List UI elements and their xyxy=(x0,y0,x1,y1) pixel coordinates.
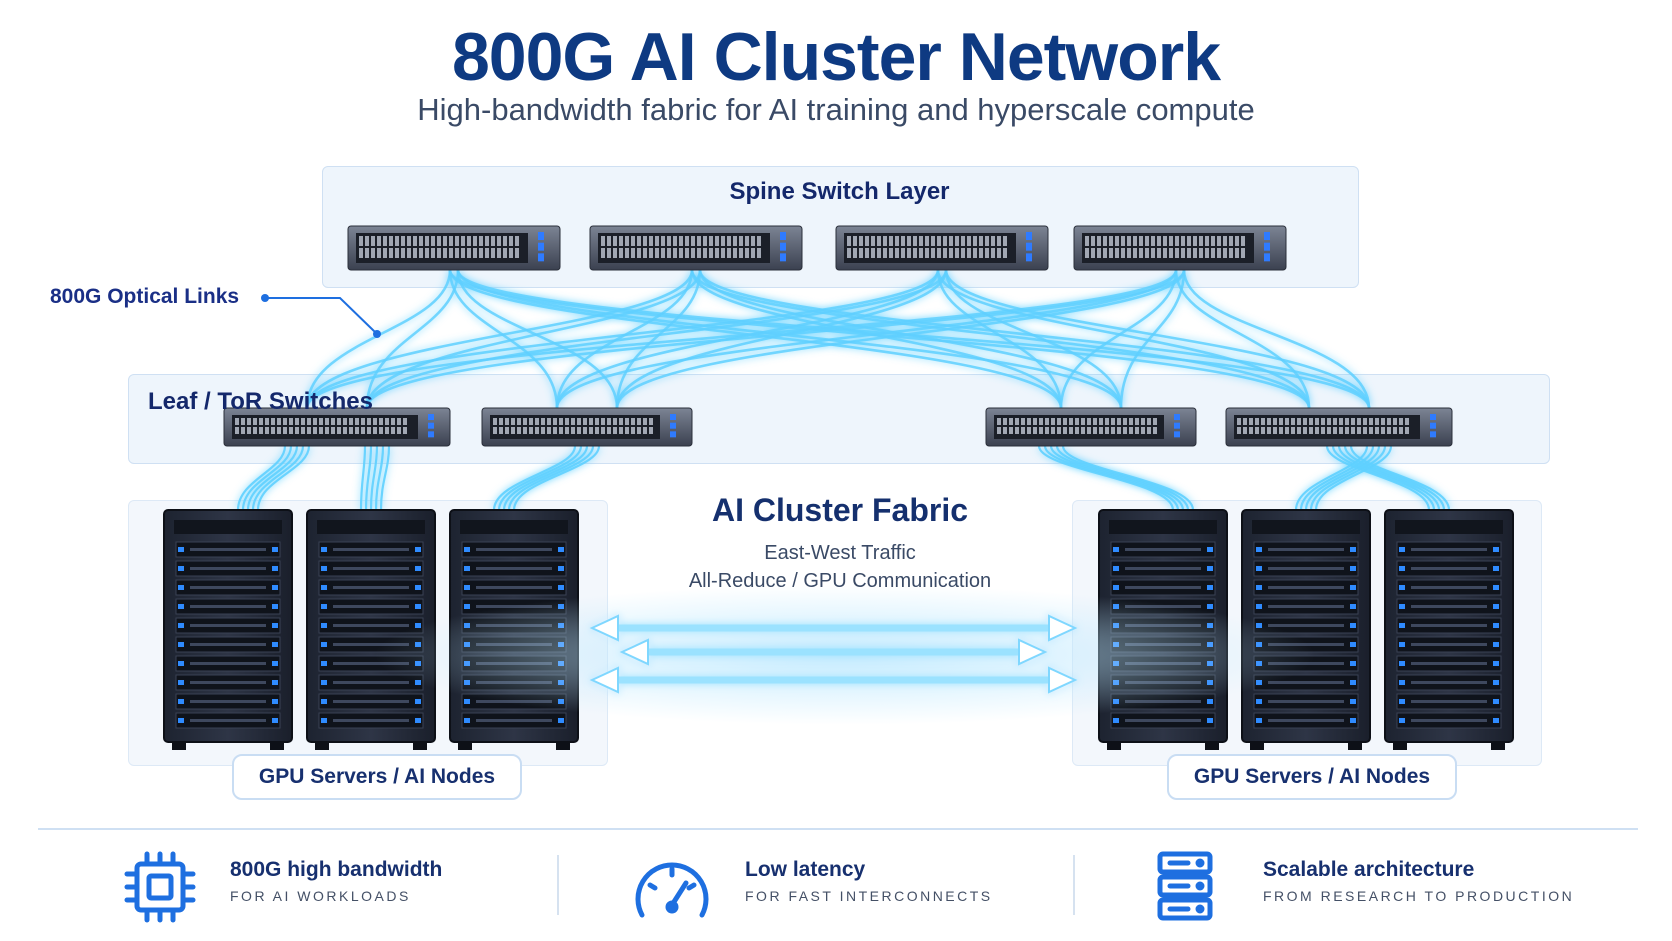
feature-divider-2 xyxy=(1073,855,1075,915)
rack-uplink-5-3 xyxy=(1304,445,1381,511)
server-group-left-label: GPU Servers / AI Nodes xyxy=(232,754,522,800)
rack-uplink-6-5 xyxy=(1349,445,1451,511)
rack-uplink-3-3 xyxy=(502,445,589,511)
optical-link-18 xyxy=(365,269,948,409)
leaf-switch-3 xyxy=(985,407,1197,447)
optical-link-31 xyxy=(1174,269,1311,409)
spine-switch-1 xyxy=(347,225,561,271)
leaf-switch-2 xyxy=(481,407,693,447)
optical-link-32 xyxy=(1182,269,1371,409)
optical-link-28 xyxy=(615,269,1186,409)
east-west-arrowhead-left-1 xyxy=(589,614,619,642)
rack-uplink-3-4 xyxy=(507,445,595,511)
rack-uplink-2-5 xyxy=(379,445,391,511)
rack-uplink-2-1 xyxy=(359,445,367,511)
links-label-pointer xyxy=(265,297,376,333)
optical-link-23 xyxy=(936,269,1311,409)
rack-uplink-2-4 xyxy=(374,445,385,511)
rack-uplink-3-5 xyxy=(512,445,601,511)
rack-uplink-1-1 xyxy=(236,445,287,511)
fabric-title: AI Cluster Fabric xyxy=(711,492,969,528)
server-group-right-label: GPU Servers / AI Nodes xyxy=(1167,754,1457,800)
east-west-arrowhead-left-2 xyxy=(619,638,649,666)
links-label-end-dot xyxy=(373,330,381,338)
east-west-arrowhead-left-3 xyxy=(589,666,619,694)
feature-bandwidth-title: 800G high bandwidth xyxy=(230,858,443,881)
gauge-icon xyxy=(635,862,709,918)
optical-link-17 xyxy=(305,269,940,409)
optical-link-10 xyxy=(365,269,702,409)
rack-uplink-3-2 xyxy=(497,445,583,511)
optical-link-29 xyxy=(1059,269,1178,409)
optical-link-27 xyxy=(555,269,1178,409)
gpu-server-rack-6 xyxy=(1384,509,1514,750)
rack-uplink-5-2 xyxy=(1299,445,1375,511)
feature-scalable: Scalable architecture FROM RESEARCH TO P… xyxy=(1263,858,1574,904)
optical-link-21 xyxy=(936,269,1063,409)
feature-scalable-title: Scalable architecture xyxy=(1263,858,1475,881)
gpu-server-rack-1 xyxy=(163,509,293,750)
spine-layer-title: Spine Switch Layer xyxy=(729,178,950,205)
fabric-subtitle-1: East-West Traffic xyxy=(764,542,916,564)
east-west-arrowhead-right-2 xyxy=(1018,638,1048,666)
server-stack-icon xyxy=(1157,851,1213,921)
rack-uplink-6-2 xyxy=(1331,445,1436,511)
leaf-switch-4 xyxy=(1225,407,1453,447)
optical-link-24 xyxy=(944,269,1371,409)
rack-uplink-1-4 xyxy=(251,445,305,511)
rack-uplink-4-5 xyxy=(1061,445,1195,511)
rack-uplink-1-2 xyxy=(241,445,293,511)
spine-switch-4 xyxy=(1073,225,1287,271)
spine-switch-2 xyxy=(589,225,803,271)
leaf-switch-1 xyxy=(223,407,451,447)
spine-switch-3 xyxy=(835,225,1049,271)
chip-icon xyxy=(124,851,196,923)
rack-uplink-2-2 xyxy=(364,445,373,511)
rack-uplink-1-5 xyxy=(256,445,311,511)
rack-uplink-5-5 xyxy=(1314,445,1393,511)
rack-uplink-3-1 xyxy=(492,445,577,511)
rack-uplink-2-3 xyxy=(369,445,379,511)
page-title: 800G AI Cluster Network xyxy=(451,19,1221,95)
feature-latency-subtitle: FOR FAST INTERCONNECTS xyxy=(745,888,993,904)
rack-uplink-5-1 xyxy=(1294,445,1369,511)
optical-link-25 xyxy=(305,269,1178,409)
feature-latency: Low latency FOR FAST INTERCONNECTS xyxy=(745,858,993,904)
east-west-arrowhead-right-1 xyxy=(1048,614,1078,642)
east-west-arrowhead-right-3 xyxy=(1048,666,1078,694)
rack-uplink-6-4 xyxy=(1343,445,1446,511)
rack-uplink-5-4 xyxy=(1309,445,1387,511)
fabric-subtitle-2: All-Reduce / GPU Communication xyxy=(688,570,992,592)
optical-links-label: 800G Optical Links xyxy=(50,285,240,308)
feature-divider-1 xyxy=(557,855,559,915)
rack-uplink-6-1 xyxy=(1325,445,1431,511)
feature-latency-title: Low latency xyxy=(745,858,866,881)
footer-divider xyxy=(38,828,1638,830)
feature-bandwidth: 800G high bandwidth FOR AI WORKLOADS xyxy=(230,858,442,904)
rack-uplink-6-3 xyxy=(1337,445,1441,511)
leaf-layer-title: Leaf / ToR Switches xyxy=(148,388,373,415)
rack-uplink-1-3 xyxy=(246,445,299,511)
page-subtitle: High-bandwidth fabric for AI training an… xyxy=(417,92,1255,127)
rack-uplink-4-3 xyxy=(1049,445,1185,511)
rack-uplink-4-2 xyxy=(1043,445,1180,511)
feature-scalable-subtitle: FROM RESEARCH TO PRODUCTION xyxy=(1263,888,1575,904)
optical-link-9 xyxy=(305,269,694,409)
feature-bandwidth-subtitle: FOR AI WORKLOADS xyxy=(230,888,411,904)
rack-uplink-4-1 xyxy=(1037,445,1175,511)
rack-uplink-4-4 xyxy=(1055,445,1190,511)
